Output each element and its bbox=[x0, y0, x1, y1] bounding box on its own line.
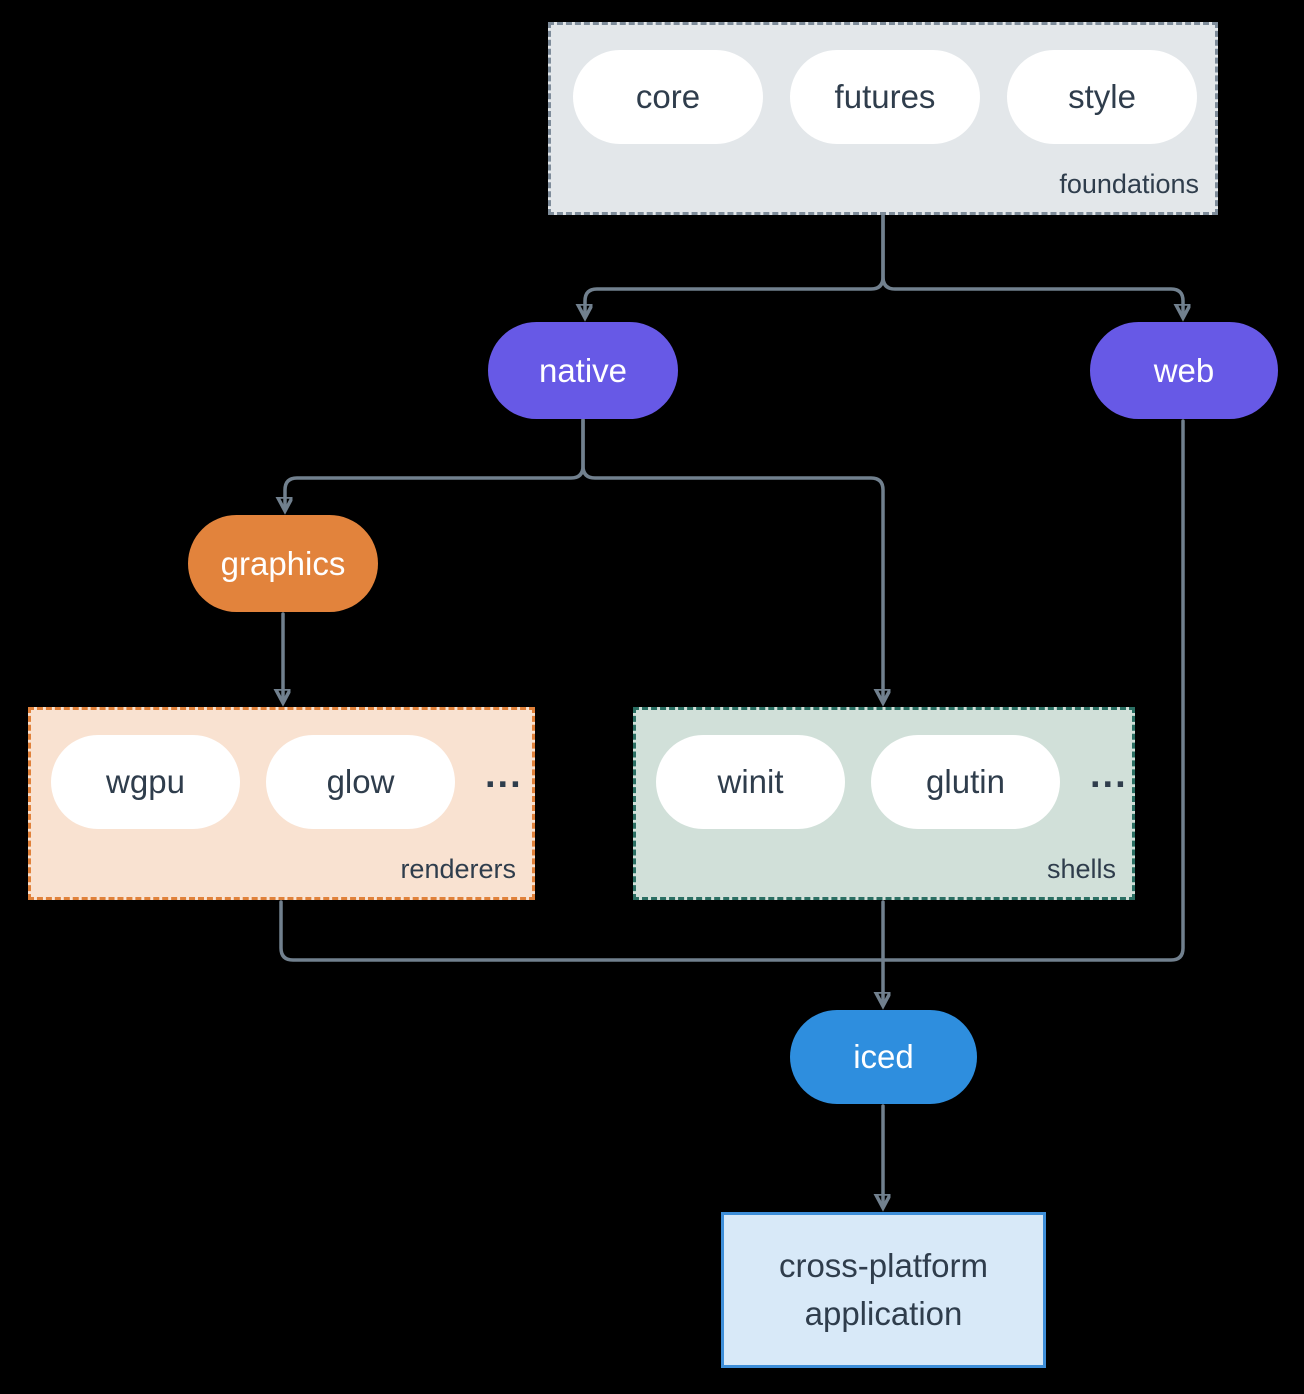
node-glow: glow bbox=[266, 735, 455, 829]
node-graphics: graphics bbox=[188, 515, 378, 612]
node-web: web bbox=[1090, 322, 1278, 419]
connector-renderers-to-merge bbox=[279, 900, 885, 962]
connector-foundations-to-web bbox=[881, 213, 1183, 316]
node-native: native bbox=[488, 322, 678, 419]
node-style: style bbox=[1007, 50, 1197, 144]
group-foundations: core futures style foundations bbox=[548, 22, 1218, 215]
shells-ellipsis: ... bbox=[1090, 753, 1128, 796]
node-cross-platform-application: cross-platform application bbox=[721, 1212, 1046, 1368]
connector-web-to-merge bbox=[881, 419, 1185, 962]
node-futures: futures bbox=[790, 50, 980, 144]
group-renderers: wgpu glow ... renderers bbox=[28, 707, 535, 900]
node-winit: winit bbox=[656, 735, 845, 829]
node-glutin: glutin bbox=[871, 735, 1060, 829]
node-wgpu: wgpu bbox=[51, 735, 240, 829]
group-label-shells: shells bbox=[1046, 854, 1116, 884]
group-shells: winit glutin ... shells bbox=[633, 707, 1135, 900]
renderers-ellipsis: ... bbox=[485, 753, 523, 796]
connector-native-to-graphics bbox=[285, 418, 585, 509]
group-label-foundations: foundations bbox=[1059, 169, 1199, 199]
connector-native-to-shells bbox=[581, 418, 883, 701]
connector-foundations-to-native bbox=[585, 213, 885, 316]
node-core: core bbox=[573, 50, 763, 144]
node-iced: iced bbox=[790, 1010, 977, 1104]
group-label-renderers: renderers bbox=[400, 854, 516, 884]
